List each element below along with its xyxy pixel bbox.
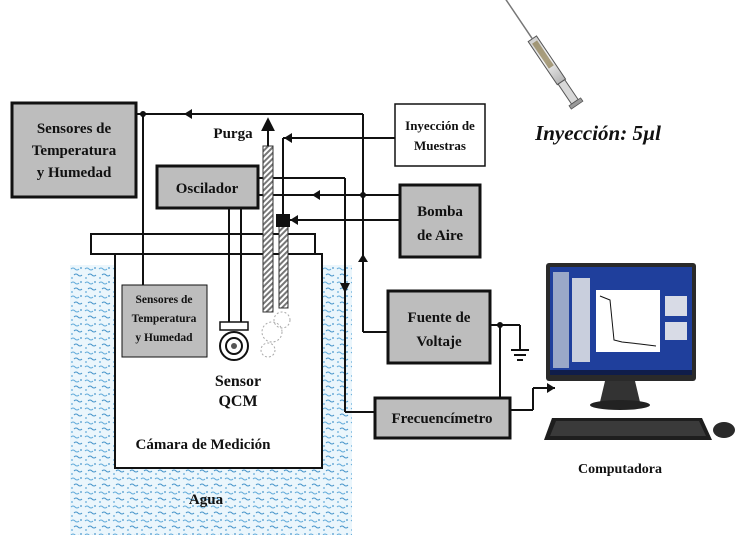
sensors-box-top: Sensores de Temperatura y Humedad — [10, 101, 138, 199]
purge-tube — [261, 117, 290, 313]
chamber-label: Cámara de Medición — [136, 437, 272, 453]
valve — [276, 214, 290, 227]
sensors-inner-line3: y Humedad — [135, 332, 193, 344]
sensors-inner-line1: Sensores de — [136, 294, 193, 306]
injection-box: Inyección de Muestras — [394, 103, 486, 167]
ground-icon — [511, 349, 529, 361]
pump-line2: de Aire — [417, 228, 463, 244]
computer-label: Computadora — [578, 462, 662, 477]
voltage-line2: Voltaje — [416, 334, 462, 350]
sensor-qcm-line2: QCM — [218, 393, 257, 410]
keyboard-icon — [544, 418, 712, 440]
voltage-source-box: Fuente de Voltaje — [386, 289, 492, 365]
syringe-icon — [491, 0, 584, 110]
sensor-qcm-line1: Sensor — [215, 373, 261, 390]
purge-label: Purga — [213, 126, 253, 142]
sensors-top-line2: Temperatura — [32, 143, 117, 159]
water-label: Agua — [189, 492, 224, 508]
pump-box: Bomba de Aire — [398, 183, 482, 259]
injection-line1: Inyección de — [405, 118, 475, 133]
qcm-sensor-icon — [219, 321, 249, 361]
injection-volume-label: Inyección: 5µl — [534, 121, 661, 145]
oscillator-box: Oscilador — [155, 164, 260, 210]
sensors-top-line1: Sensores de — [37, 121, 112, 137]
water-region — [70, 265, 352, 535]
sensors-box-inner: Sensores de Temperatura y Humedad — [121, 284, 208, 358]
pump-line1: Bomba — [417, 204, 463, 220]
oscillator-label: Oscilador — [176, 181, 239, 197]
frequency-meter-label: Frecuencímetro — [391, 411, 492, 427]
connection-wires — [136, 109, 555, 413]
frequency-meter-box: Frecuencímetro — [373, 396, 512, 440]
sensors-top-line3: y Humedad — [37, 165, 112, 181]
mouse-icon — [713, 422, 735, 438]
computer-monitor-icon — [546, 263, 696, 410]
injection-line2: Muestras — [414, 138, 466, 153]
sample-sketch — [260, 311, 291, 358]
sensors-inner-line2: Temperatura — [132, 313, 197, 325]
voltage-line1: Fuente de — [408, 310, 471, 326]
